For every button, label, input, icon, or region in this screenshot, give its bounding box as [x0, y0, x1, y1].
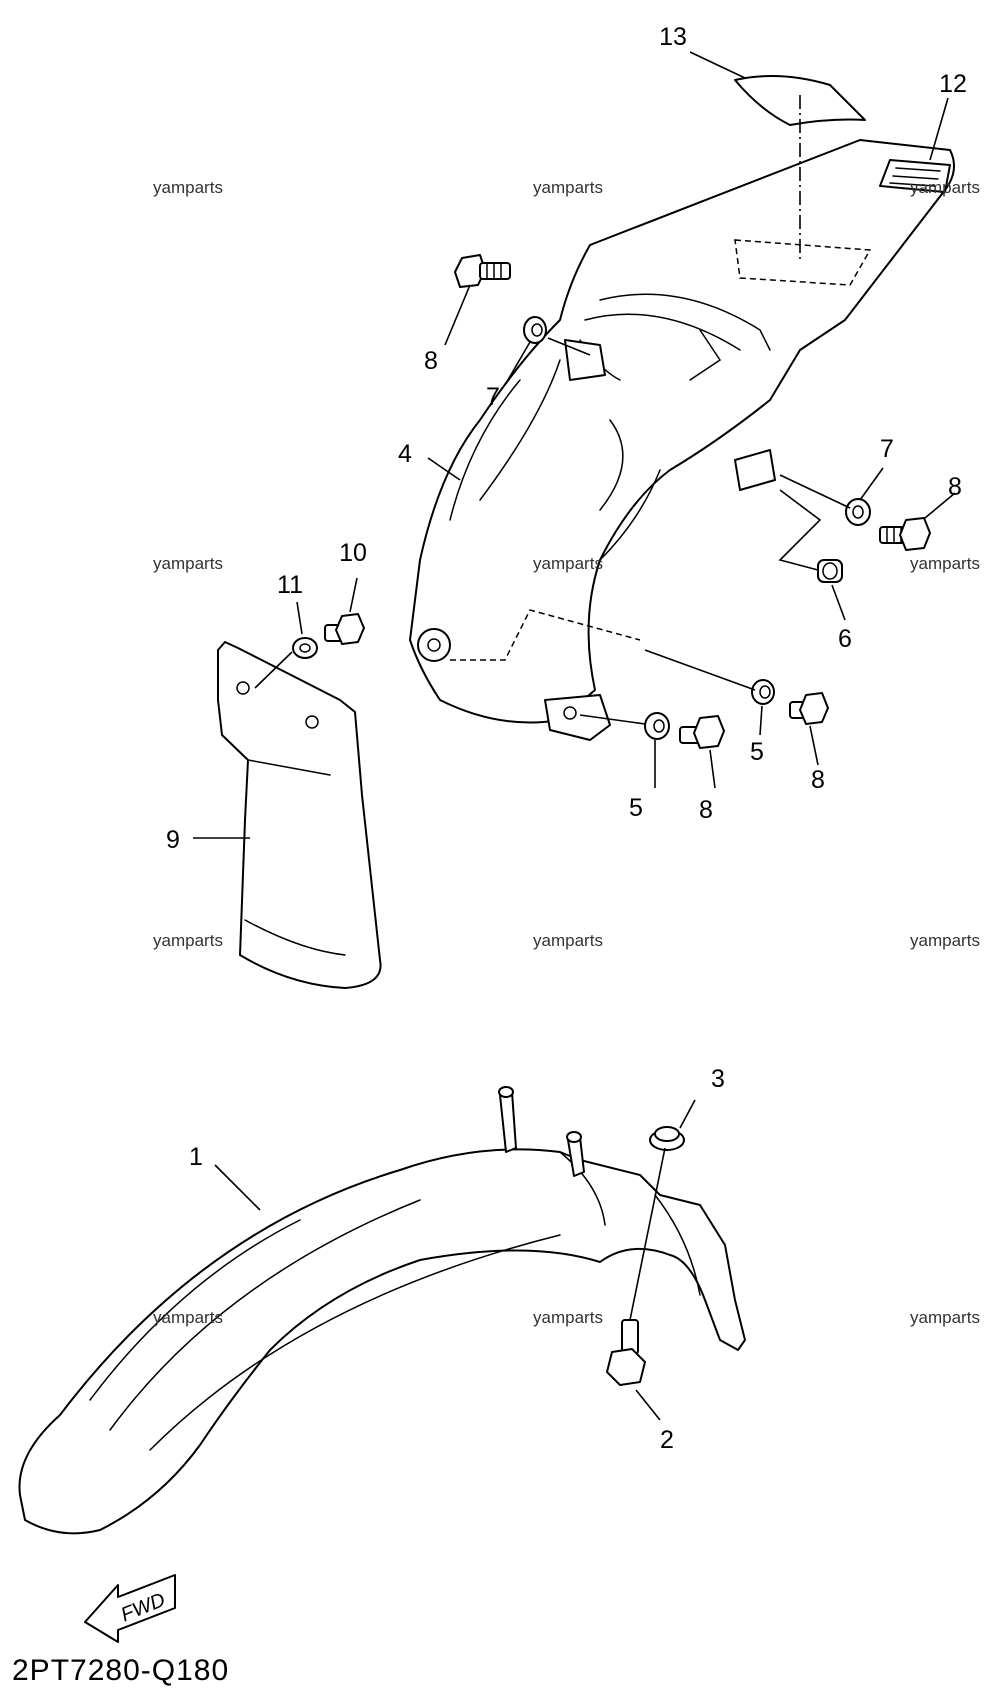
callout-8-right: 8 [948, 473, 962, 501]
callout-5-lower: 5 [629, 794, 643, 822]
callout-13: 13 [659, 23, 687, 51]
bolt-8-right[interactable] [879, 517, 931, 551]
watermark: yamparts [153, 554, 223, 573]
watermark: yamparts [533, 554, 603, 573]
callout-8-upper-left: 8 [424, 347, 438, 375]
collar-5-lower[interactable] [644, 712, 670, 740]
collar-5-right[interactable] [751, 679, 775, 705]
bolt-8-upper-left[interactable] [454, 254, 511, 288]
callout-3: 3 [711, 1065, 725, 1093]
callout-11: 11 [277, 571, 303, 599]
bolt-10[interactable] [324, 613, 365, 645]
watermark: yamparts [910, 178, 980, 197]
watermark: yamparts [533, 178, 603, 197]
watermark: yamparts [153, 1308, 223, 1327]
grommet-3[interactable] [649, 1126, 685, 1151]
watermark: yamparts [910, 554, 980, 573]
callout-5-right: 5 [750, 738, 764, 766]
bolt-8-lower-right[interactable] [789, 692, 829, 725]
bolt-2[interactable] [606, 1319, 646, 1386]
watermark: yamparts [533, 1308, 603, 1327]
watermark: yamparts [910, 1308, 980, 1327]
callout-7-upper: 7 [486, 383, 500, 411]
watermark: yamparts [153, 931, 223, 950]
callout-8-lower-middle: 8 [699, 796, 713, 824]
front-fender[interactable] [18, 1086, 746, 1535]
callout-2: 2 [660, 1426, 674, 1454]
bolt-8-lower-middle[interactable] [679, 715, 725, 749]
spacer-6[interactable] [817, 559, 843, 583]
fwd-arrow: FWD [84, 1574, 176, 1643]
washer-11[interactable] [292, 637, 318, 659]
diagram-code: 2PT7280-Q180 [12, 1654, 229, 1687]
callout-1: 1 [189, 1143, 203, 1171]
callout-7-right: 7 [880, 435, 894, 463]
watermark: yamparts [533, 931, 603, 950]
watermark: yamparts [910, 931, 980, 950]
collar-7-upper[interactable] [523, 316, 547, 344]
watermark: yamparts [153, 178, 223, 197]
callout-12: 12 [939, 70, 967, 98]
callout-4: 4 [398, 440, 412, 468]
decal-12[interactable] [879, 159, 951, 193]
callout-8-lower-right: 8 [811, 766, 825, 794]
callout-9: 9 [166, 826, 180, 854]
rear-fender[interactable] [409, 139, 955, 741]
callout-10: 10 [339, 539, 367, 567]
callout-6: 6 [838, 625, 852, 653]
collar-7-right[interactable] [845, 498, 871, 526]
mud-flap[interactable] [217, 641, 382, 989]
